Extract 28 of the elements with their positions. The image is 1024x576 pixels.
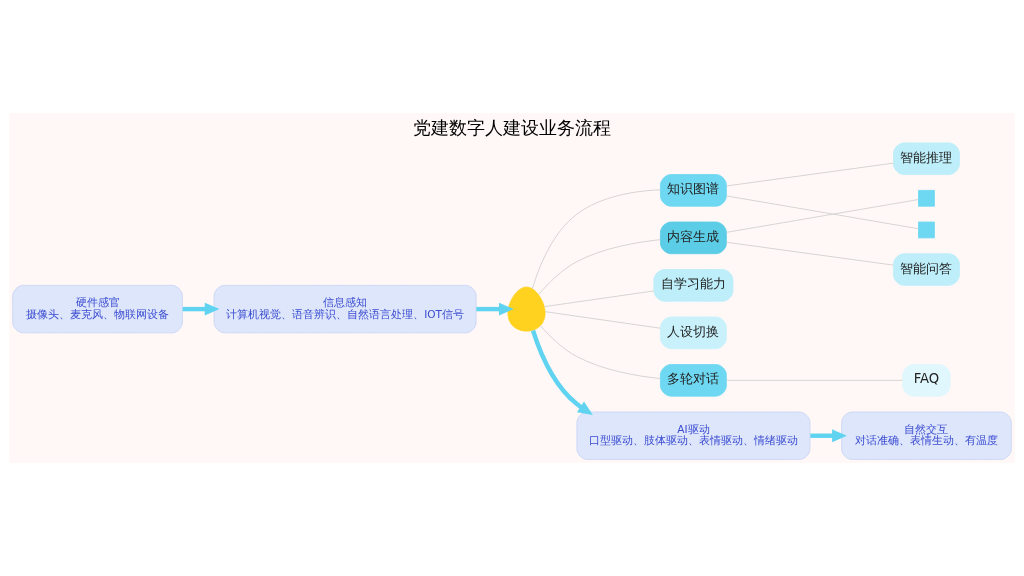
arrow (530, 329, 593, 415)
node-box: 人设切换 (660, 316, 727, 350)
node-box: 多轮对话 (660, 364, 727, 397)
arrow (810, 429, 847, 443)
connector (726, 241, 894, 266)
node-box: 硬件感官 摄像头、麦克风、物联网设备 (12, 284, 183, 334)
node-box: 自学习能力 (653, 269, 734, 302)
arrow (476, 302, 514, 316)
connector (544, 290, 655, 308)
connector (532, 189, 661, 290)
node-box: 内容生成 (660, 221, 727, 255)
node-box (918, 189, 935, 207)
node-box: 自然交互 对话准确、表情生动、有温度 (841, 411, 1012, 460)
node-box (918, 221, 935, 239)
connector (726, 379, 903, 381)
node-box: FAQ (902, 364, 951, 397)
connector (538, 239, 661, 296)
node-box: 智能问答 (893, 253, 960, 286)
arrow (182, 302, 220, 316)
connector (539, 325, 661, 379)
node-picture (507, 286, 546, 332)
connector (726, 162, 894, 187)
node-box: 信息感知 计算机视觉、语音辨识、自然语言处理、IOT信号 (213, 284, 477, 334)
node-box: AI驱动 口型驱动、肢体驱动、表情驱动、情绪驱动 (576, 411, 811, 460)
connector (544, 311, 661, 329)
diagram-title: 党建数字人建设业务流程 (413, 118, 611, 139)
node-box: 智能推理 (893, 142, 960, 175)
node-box: 知识图谱 (660, 174, 727, 207)
